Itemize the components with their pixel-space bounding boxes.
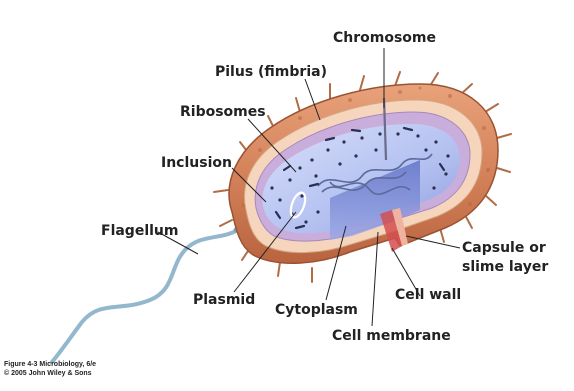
label-plasmid: Plasmid — [193, 292, 255, 308]
label-flagellum: Flagellum — [101, 223, 178, 239]
label-capsule-line2: slime layer — [462, 259, 548, 275]
label-cell-wall: Cell wall — [395, 287, 461, 303]
label-ribosomes: Ribosomes — [180, 104, 266, 120]
label-chromosome: Chromosome — [333, 30, 436, 46]
figure-credit-line2: © 2005 John Wiley & Sons — [4, 370, 92, 378]
label-pilus: Pilus (fimbria) — [215, 64, 327, 80]
label-cell-membrane: Cell membrane — [332, 328, 451, 344]
label-cytoplasm: Cytoplasm — [275, 302, 358, 318]
label-capsule-line1: Capsule or — [462, 240, 546, 256]
figure-credit-line1: Figure 4-3 Microbiology, 6/e — [4, 361, 96, 369]
label-inclusion: Inclusion — [161, 155, 232, 171]
